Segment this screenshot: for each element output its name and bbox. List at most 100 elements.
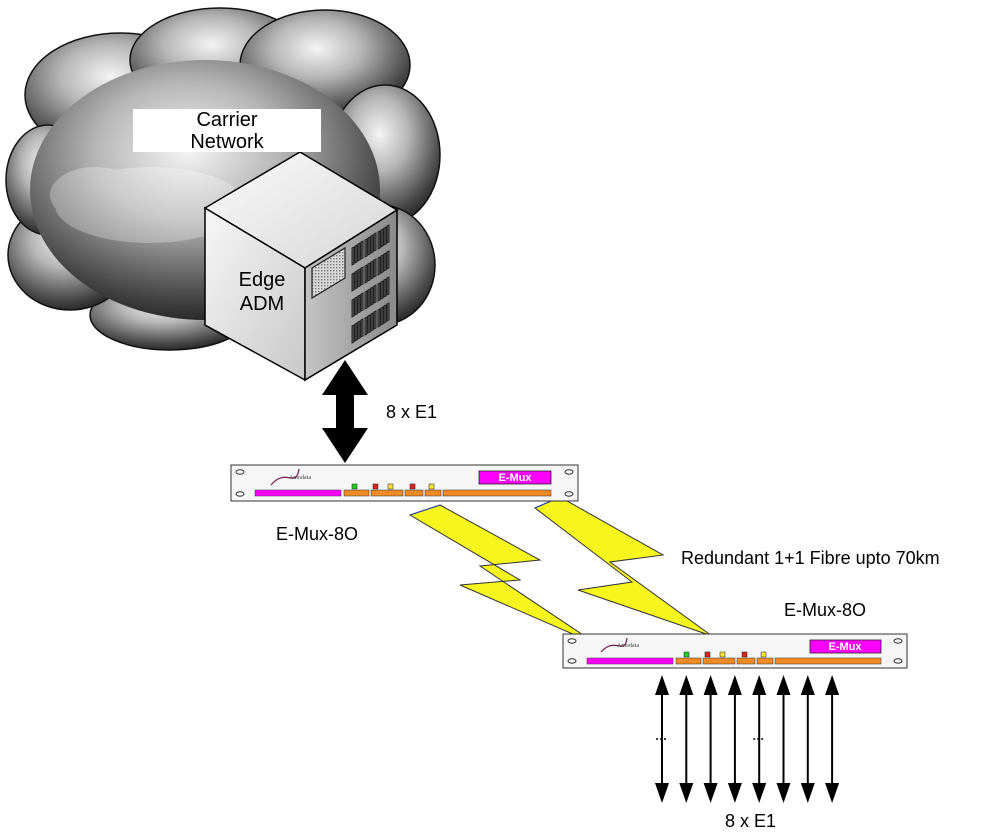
vent-slot: [360, 266, 364, 286]
vent-slot: [367, 236, 371, 256]
vent-slot: [360, 318, 364, 338]
tributary-arrowhead-up: [752, 675, 767, 695]
vent-slot: [380, 306, 384, 326]
vent-slot: [367, 288, 371, 308]
vent-slot: [360, 292, 364, 312]
vent-slot: [364, 238, 368, 258]
vent-slot: [364, 290, 368, 310]
vent-slot: [386, 302, 390, 322]
fibre-bolt-right: [534, 496, 713, 637]
vent-slot: [373, 258, 377, 278]
vent-slot: [383, 278, 387, 298]
vent-slot: [377, 256, 381, 276]
led-green: [351, 483, 358, 490]
vent-slot: [351, 298, 355, 318]
tributary-arrowhead-down: [679, 783, 694, 803]
tributary-arrowhead-up: [727, 675, 742, 695]
emux-badge: [809, 639, 882, 654]
vent-slot: [377, 308, 381, 328]
vent-slot: [351, 324, 355, 344]
vent-slot: [370, 312, 374, 332]
brand-text: Amodata: [289, 475, 311, 481]
vent-slot: [360, 240, 364, 260]
vent-slot: [364, 264, 368, 284]
vent-slot: [373, 232, 377, 252]
vent-slot: [386, 224, 390, 244]
vent-slot: [380, 280, 384, 300]
led-red: [372, 483, 379, 490]
led-red: [409, 483, 416, 490]
vent-slot: [367, 314, 371, 334]
tributary-arrowhead-down: [800, 783, 815, 803]
vent-slot: [383, 252, 387, 272]
vent-slot: [354, 296, 358, 316]
vent-slot: [377, 282, 381, 302]
vent-slot: [380, 254, 384, 274]
vent-slot: [367, 262, 371, 282]
vent-slot: [370, 286, 374, 306]
tributaries-label: 8 x E1: [725, 811, 777, 831]
emux-badge-text: E-Mux: [829, 641, 863, 653]
mux-bottom-name: E-Mux-8O: [784, 600, 867, 620]
tributary-arrowhead-up: [800, 675, 815, 695]
tributary-arrowhead-down: [825, 783, 840, 803]
carrier-label-line2: Network: [190, 130, 264, 153]
fibre-label: Redundant 1+1 Fibre upto 70km: [681, 548, 940, 568]
vent-slot: [380, 228, 384, 248]
vent-slot: [354, 322, 358, 342]
led-red: [704, 651, 711, 658]
vent-slot: [354, 244, 358, 264]
adm-label-line1: Edge: [238, 269, 286, 291]
edge-adm-device: [203, 151, 399, 382]
vent-slot: [357, 242, 361, 262]
carrier-network-label: Carrier Network: [133, 108, 321, 153]
emux-top-device: Amodata E-Mux: [230, 464, 579, 502]
vent-slot: [386, 276, 390, 296]
fibre-link-bolts: [408, 496, 713, 649]
tributary-arrowhead-down: [776, 783, 791, 803]
tributary-arrows: [655, 675, 840, 803]
tributary-arrowhead-down: [703, 783, 718, 803]
uplink-label: 8 x E1: [386, 402, 438, 422]
tributary-arrowhead-up: [679, 675, 694, 695]
led-yellow: [719, 651, 726, 658]
vent-slot: [354, 270, 358, 290]
brand-text: Amodata: [617, 643, 639, 649]
led-yellow: [387, 483, 394, 490]
vent-slot: [373, 284, 377, 304]
emux-bottom-device: Amodata E-Mux: [562, 633, 908, 669]
vent-slot: [383, 304, 387, 324]
emux-badge-text: E-Mux: [499, 472, 533, 484]
tributary-arrowhead-up: [825, 675, 840, 695]
vent-slot: [351, 246, 355, 266]
vent-slot: [386, 250, 390, 270]
tributary-arrowhead-down: [727, 783, 742, 803]
tributary-arrowhead-down: [752, 783, 767, 803]
emux-badge: [478, 470, 552, 485]
tributary-arrowhead-down: [655, 783, 669, 803]
vent-slot: [364, 316, 368, 336]
edge-adm-label: Edge ADM: [222, 268, 302, 316]
brand-logo: [270, 468, 300, 486]
fibre-bolt-left: [408, 504, 599, 646]
vent-slot: [357, 320, 361, 340]
vent-slot: [370, 260, 374, 280]
vent-slot: [357, 294, 361, 314]
vent-slot: [351, 272, 355, 292]
carrier-label-line1: Carrier: [196, 108, 258, 131]
uplink-arrow: [322, 360, 368, 463]
vent-slot: [377, 230, 381, 250]
vent-slot: [373, 310, 377, 330]
vent-slot: [383, 226, 387, 246]
led-yellow: [428, 483, 435, 490]
brand-logo: [600, 637, 628, 653]
tributary-arrowhead-up: [776, 675, 791, 695]
adm-label-line2: ADM: [239, 293, 285, 315]
led-yellow: [760, 651, 767, 658]
vent-slot: [370, 234, 374, 254]
vent-slot: [357, 268, 361, 288]
led-red: [741, 651, 748, 658]
mux-top-name: E-Mux-8O: [276, 524, 359, 544]
tributary-arrowhead-up: [655, 675, 669, 695]
